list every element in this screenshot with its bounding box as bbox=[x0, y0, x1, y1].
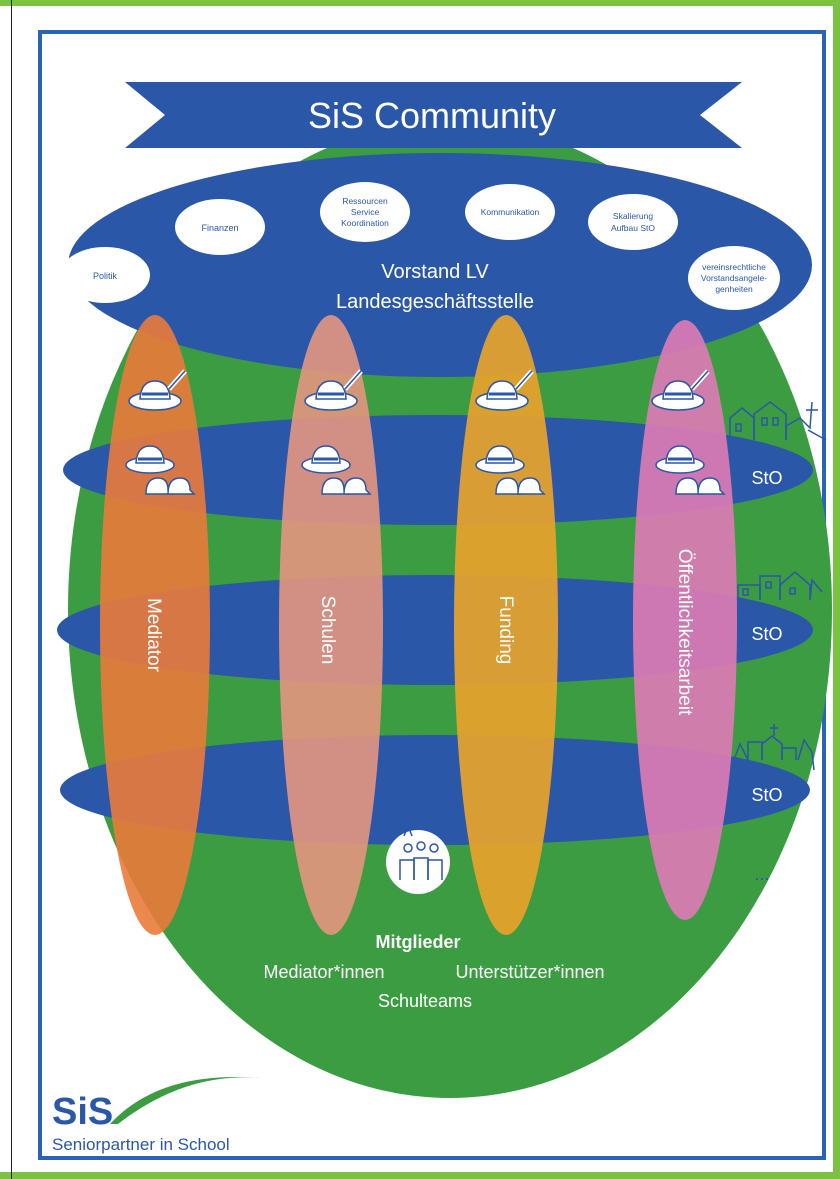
topic-bubble-finanzen: Finanzen bbox=[175, 199, 265, 255]
logo-full: Seniorpartner in School bbox=[52, 1135, 230, 1154]
logo-short: SiS bbox=[52, 1091, 113, 1133]
members-mediators: Mediator*innen bbox=[263, 962, 384, 982]
members-schoolteams: Schulteams bbox=[378, 991, 472, 1011]
hat-pen-icon bbox=[304, 369, 363, 411]
town-icon bbox=[733, 724, 815, 771]
members-circle bbox=[386, 830, 450, 894]
sto-band-2 bbox=[57, 575, 813, 685]
sto-ellipsis: ... bbox=[754, 864, 769, 884]
sto-label: StO bbox=[751, 624, 782, 644]
topic-label: Finanzen bbox=[201, 223, 238, 233]
board-title: Vorstand LV bbox=[381, 261, 489, 283]
topic-label: genheiten bbox=[715, 284, 753, 294]
column-label-oeffentlichkeitsarbeit: Öffentlichkeitsarbeit bbox=[674, 549, 695, 716]
hat-pen-icon bbox=[475, 369, 534, 411]
members-icon bbox=[399, 823, 443, 880]
town-icon bbox=[737, 571, 823, 601]
sto-band-1 bbox=[63, 415, 813, 525]
topic-bubble-ressourcen: Ressourcen Service Koordination bbox=[320, 182, 410, 242]
hat-caps-icon bbox=[475, 445, 546, 495]
column-label-mediator: Mediator bbox=[143, 598, 164, 673]
topic-label: Vorstandsangele- bbox=[701, 273, 767, 283]
topic-bubble-politik: Politik bbox=[60, 247, 150, 303]
column-label-funding: Funding bbox=[495, 596, 516, 665]
title-banner bbox=[125, 82, 742, 148]
members-title: Mitglieder bbox=[375, 932, 460, 952]
topic-bubble-skalierung: Skalierung Aufbau StO bbox=[588, 194, 678, 250]
hat-pen-icon bbox=[128, 369, 187, 411]
hat-caps-icon bbox=[125, 445, 196, 495]
members-supporters: Unterstützer*innen bbox=[455, 962, 604, 982]
topic-label: vereinsrechtliche bbox=[702, 262, 766, 272]
topic-label: Politik bbox=[93, 271, 118, 281]
left-guide-line bbox=[11, 0, 12, 1179]
page-title: SiS Community bbox=[308, 95, 556, 136]
bottom-border-bar bbox=[0, 1172, 840, 1179]
topic-label: Aufbau StO bbox=[611, 223, 655, 233]
topic-label: Skalierung bbox=[613, 211, 653, 221]
board-subtitle: Landesgeschäftsstelle bbox=[336, 291, 534, 313]
hat-pen-icon bbox=[651, 369, 710, 411]
topic-label: Ressourcen bbox=[342, 196, 388, 206]
column-label-schulen: Schulen bbox=[317, 596, 338, 665]
sis-logo: SiS Seniorpartner in School bbox=[52, 1076, 260, 1154]
column-schulen bbox=[279, 315, 383, 935]
column-oeffentlichkeitsarbeit bbox=[633, 320, 737, 920]
topic-label: Koordination bbox=[341, 218, 389, 228]
hat-caps-icon bbox=[655, 445, 726, 495]
right-border-bar bbox=[833, 0, 840, 1179]
topic-bubble-kommunikation: Kommunikation bbox=[465, 184, 555, 240]
town-icon bbox=[729, 401, 827, 441]
sto-label: StO bbox=[751, 468, 782, 488]
sto-band-3 bbox=[60, 735, 810, 845]
topic-label: Service bbox=[351, 207, 380, 217]
sto-label: StO bbox=[751, 785, 782, 805]
column-mediator bbox=[100, 315, 210, 935]
hat-caps-icon bbox=[301, 445, 372, 495]
topic-bubble-vereinsrecht: vereinsrechtliche Vorstandsangele- genhe… bbox=[688, 246, 780, 310]
top-border-bar bbox=[0, 0, 840, 6]
topic-label: Kommunikation bbox=[481, 207, 540, 217]
